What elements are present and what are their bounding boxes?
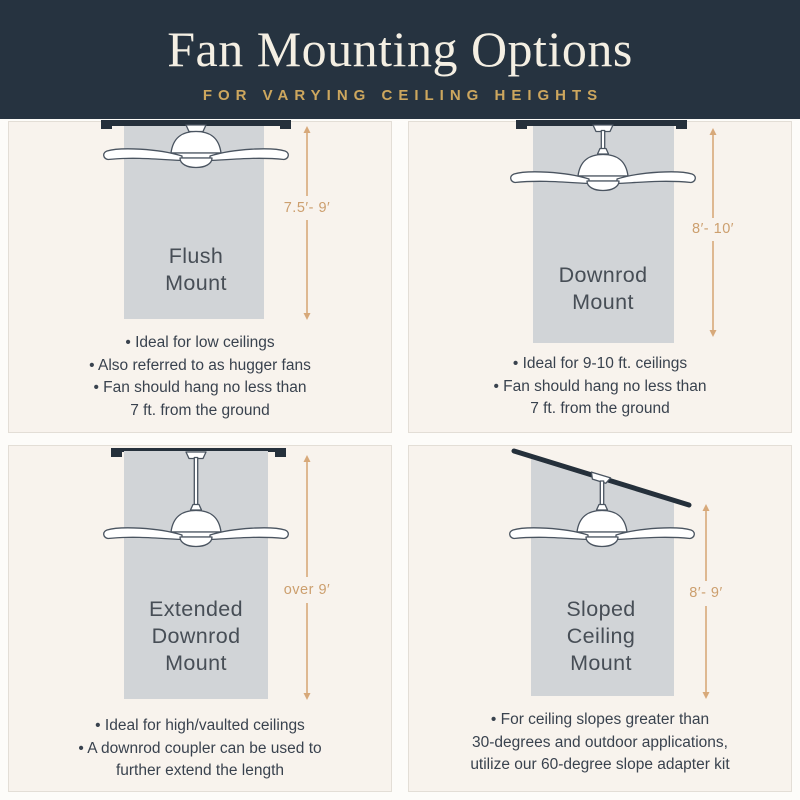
downrod [599,480,605,508]
height-range-label: over 9′ [283,582,331,598]
ceiling-fan-icon [510,124,696,192]
feature-list: • Ideal for 9-10 ft. ceilings • Fan shou… [409,353,791,421]
feature-bullet: • Also referred to as hugger fans [89,356,311,374]
feature-bullet: • Ideal for 9-10 ft. ceilings [512,355,688,372]
page-subtitle: FOR VARYING CEILING HEIGHTS [202,86,604,104]
card-downrod-mount: Downrod Mount 8′- 10′ • Ideal for 9-10 f… [408,120,792,433]
ceiling-bar [101,120,291,126]
feature-bullet: • For ceiling slopes greater than 30-deg… [470,711,730,773]
ceiling-bar [516,120,687,126]
feature-list: • For ceiling slopes greater than 30-deg… [409,709,791,777]
height-range-label: 8′- 9′ [689,585,723,601]
height-measure-line [709,128,717,337]
feature-bullet: • Fan should hang no less than 7 ft. fro… [93,379,307,419]
mount-title: Flush Mount [165,244,227,295]
downrod-mount-illustration [510,120,717,343]
height-range-label: 7.5′- 9′ [283,200,331,216]
height-measure-line [303,455,311,700]
card-flush-mount: Flush Mount 7.5′- 9′ • Ideal for low cei… [8,120,392,433]
downrod [193,456,199,510]
header-banner: Fan Mounting Options FOR VARYING CEILING… [0,0,800,119]
feature-list: • Ideal for low ceilings • Also referred… [9,332,391,422]
mount-title: Sloped Ceiling Mount [566,597,636,675]
ceiling-bar [111,448,286,452]
ceiling-fan-icon [509,471,695,548]
feature-bullet: • A downrod coupler can be used to furth… [78,739,322,780]
extended-downrod-illustration [103,448,311,700]
feature-list: • Ideal for high/vaulted ceilings • A do… [9,715,391,783]
height-range-label: 8′- 10′ [692,221,734,237]
ceiling-fan-icon [103,451,289,548]
feature-bullet: • Ideal for high/vaulted ceilings [95,717,305,734]
height-measure-line [702,504,710,699]
height-measure-line [303,126,311,320]
page-title: Fan Mounting Options [167,20,633,77]
sloped-ceiling-illustration [509,448,710,699]
feature-bullet: • Fan should hang no less than 7 ft. fro… [493,377,707,418]
mount-title: Extended Downrod Mount [148,597,244,675]
flush-mount-illustration [101,120,311,320]
feature-bullet: • Ideal for low ceilings [125,334,275,351]
card-extended-downrod-mount: Extended Downrod Mount over 9′ • Ideal f… [8,445,392,792]
mount-title: Downrod Mount [558,263,648,314]
clearance-zone [531,459,674,696]
card-sloped-ceiling-mount: Sloped Ceiling Mount 8′- 9′ • For ceilin… [408,445,792,792]
